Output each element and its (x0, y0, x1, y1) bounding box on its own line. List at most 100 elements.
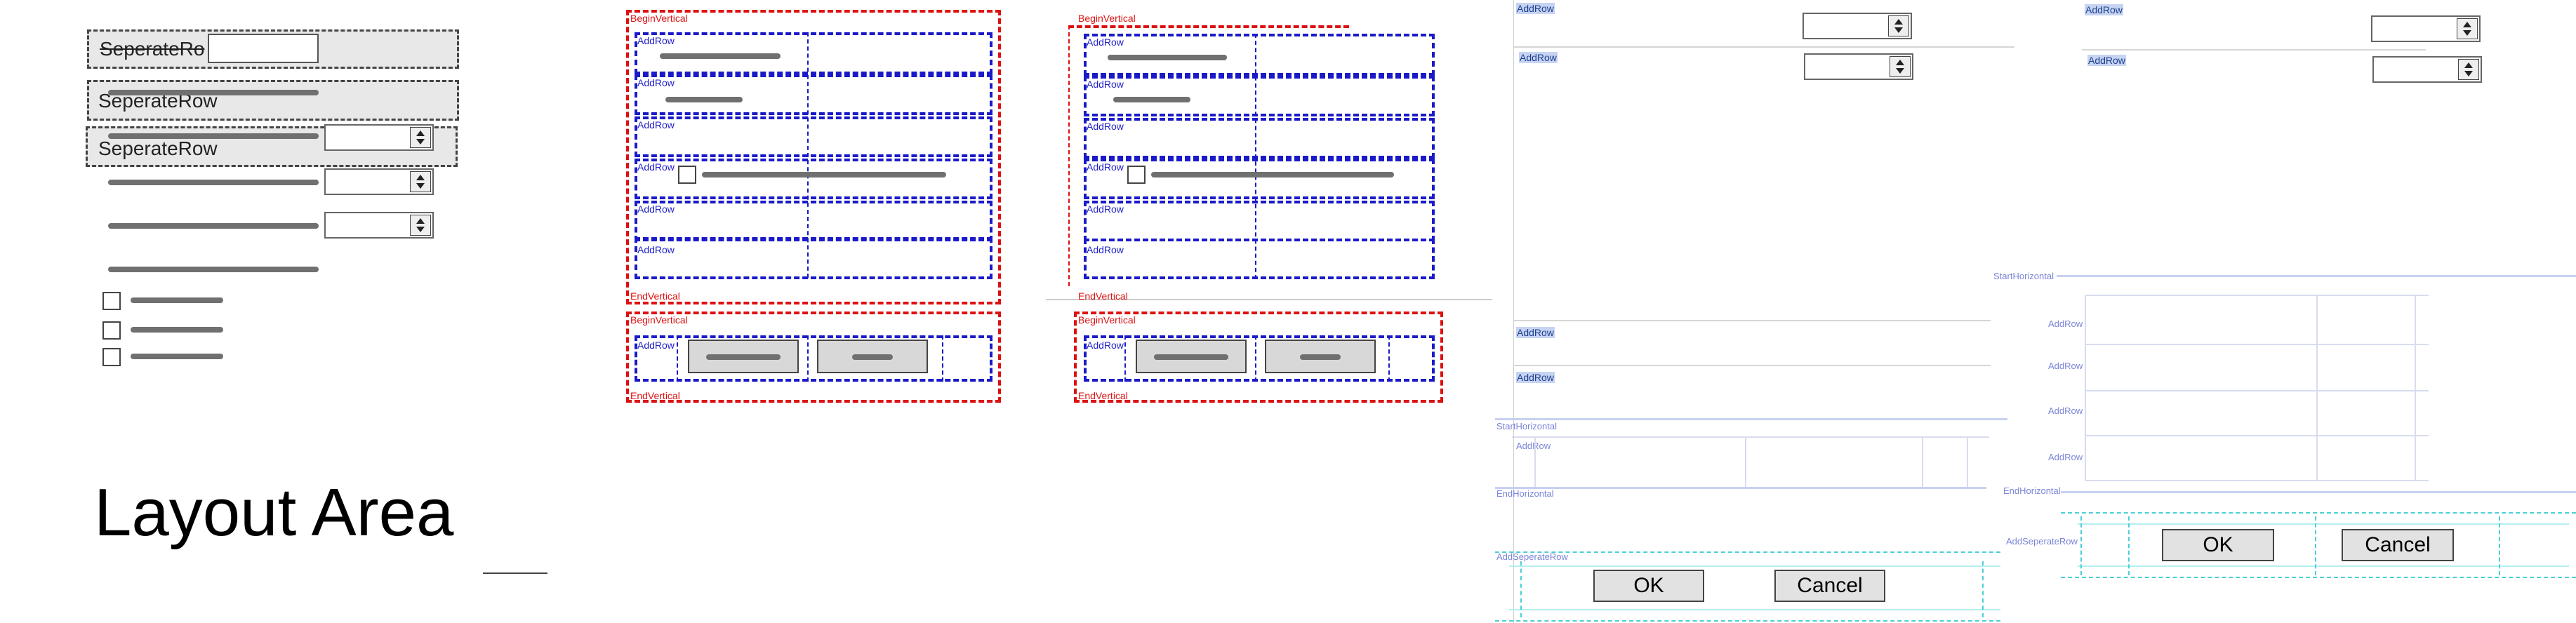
seperate-row-edge (2078, 565, 2569, 567)
column-guide (2315, 516, 2316, 575)
stepper-arrows-icon[interactable] (1890, 56, 1911, 77)
label-placeholder (1300, 354, 1341, 360)
checkbox[interactable] (102, 348, 121, 366)
ok-button[interactable]: OK (1593, 570, 1704, 602)
add-row-box (635, 237, 992, 279)
add-row-label: AddRow (2048, 319, 2083, 329)
label-placeholder (131, 327, 223, 333)
number-stepper[interactable] (2371, 15, 2481, 42)
add-row-box (1084, 239, 1435, 279)
add-row-box (1084, 335, 1435, 382)
add-row-label: AddRow (1087, 36, 1124, 48)
ok-button[interactable]: OK (2162, 529, 2274, 561)
add-row-label: AddRow (1087, 244, 1124, 255)
begin-vertical-label: BeginVertical (1078, 314, 1136, 326)
stepper-arrows-icon[interactable] (410, 215, 431, 236)
vertical-edge (1068, 25, 1349, 28)
number-stepper[interactable] (324, 124, 434, 151)
end-horizontal-label: EndHorizontal (1496, 488, 1554, 499)
row-separator (2085, 480, 2429, 481)
row-separator (1512, 436, 1989, 438)
checkbox[interactable] (678, 166, 696, 184)
column-divider (807, 335, 809, 382)
end-vertical-label: EndVertical (1078, 290, 1128, 302)
horizontal-start-line (2057, 275, 2576, 277)
add-row-label: AddRow (1516, 3, 1555, 14)
add-row-box (1084, 201, 1435, 241)
add-row-box (635, 116, 992, 157)
seperate-row-edge (1495, 620, 2000, 622)
add-row-label: AddRow (1519, 52, 1558, 63)
add-row-box (635, 32, 992, 74)
row-separator (1513, 320, 1991, 321)
checkbox[interactable] (1127, 166, 1146, 184)
seperate-row-label-3: SeperateRow (98, 138, 218, 159)
stepper-arrows-icon[interactable] (2458, 59, 2479, 80)
row-separator (1513, 365, 1991, 366)
end-vertical-label: EndVertical (630, 290, 680, 302)
cancel-button[interactable]: Cancel (1774, 570, 1885, 602)
cancel-button[interactable]: Cancel (2342, 529, 2454, 561)
column-divider (677, 335, 678, 382)
number-stepper[interactable] (2372, 56, 2482, 83)
add-row-box (1084, 118, 1435, 159)
label-placeholder (1151, 172, 1394, 177)
horizontal-end-line (2061, 491, 2576, 493)
label-placeholder (108, 223, 319, 229)
row-separator (2085, 344, 2429, 345)
column-divider (1388, 335, 1390, 382)
number-stepper[interactable] (324, 212, 434, 239)
column-guide (2080, 516, 2082, 575)
checkbox[interactable] (102, 321, 121, 340)
label-placeholder (131, 297, 223, 303)
add-row-label: AddRow (1087, 161, 1124, 173)
label-placeholder (665, 97, 743, 102)
seperate-row-edge (2078, 523, 2569, 525)
label-placeholder (660, 53, 781, 59)
stepper-arrows-icon[interactable] (1888, 15, 1909, 36)
column-guide (1967, 436, 1968, 488)
vertical-layout-panel: BeginVertical EndVertical AddRow AddRow … (618, 0, 1011, 623)
seperate-row-edge (2061, 577, 2576, 578)
text-field[interactable] (208, 34, 319, 63)
vertical-group-box (626, 10, 1001, 304)
label-placeholder (108, 267, 319, 272)
add-row-label: AddRow (1516, 441, 1551, 451)
label-placeholder (1113, 97, 1190, 102)
number-stepper[interactable] (1802, 13, 1912, 39)
horizontal-end-line (1495, 487, 1986, 489)
seperate-row-edge (1509, 565, 2000, 567)
label-placeholder (706, 354, 781, 360)
add-row-label: AddRow (1087, 121, 1124, 132)
add-row-box (1084, 159, 1435, 199)
stepper-arrows-icon[interactable] (410, 171, 431, 192)
begin-vertical-label: BeginVertical (630, 13, 688, 24)
label-placeholder (702, 172, 946, 177)
label-placeholder (852, 354, 893, 360)
add-row-label: AddRow (637, 244, 675, 255)
add-row-label: AddRow (637, 119, 675, 130)
text-cursor-underline (483, 572, 547, 574)
column-guide (2085, 295, 2086, 480)
seperate-row-edge (1495, 551, 2000, 553)
label-placeholder (1108, 55, 1227, 60)
checkbox[interactable] (102, 292, 121, 310)
add-row-label: AddRow (1516, 327, 1555, 338)
stepper-arrows-icon[interactable] (410, 127, 431, 148)
add-row-label: AddRow (2087, 55, 2126, 66)
stepper-arrows-icon[interactable] (2457, 18, 2478, 39)
row-separator (1513, 46, 2014, 48)
rendered-layout-panel-variant: AddRow AddRow StartHorizontal AddRow Add… (1993, 0, 2576, 623)
end-vertical-label: EndVertical (630, 390, 680, 401)
seperate-row-edge (1509, 609, 2000, 610)
start-horizontal-label: StartHorizontal (1993, 271, 2054, 281)
column-guide (2128, 516, 2130, 575)
number-stepper[interactable] (324, 168, 434, 195)
column-guide (1520, 561, 1522, 617)
add-row-label: AddRow (637, 340, 675, 351)
vertical-edge (1068, 25, 1070, 286)
number-stepper[interactable] (1804, 53, 1913, 80)
add-row-box (635, 335, 992, 382)
add-row-label: AddRow (637, 77, 675, 88)
add-row-label: AddRow (2085, 4, 2123, 15)
